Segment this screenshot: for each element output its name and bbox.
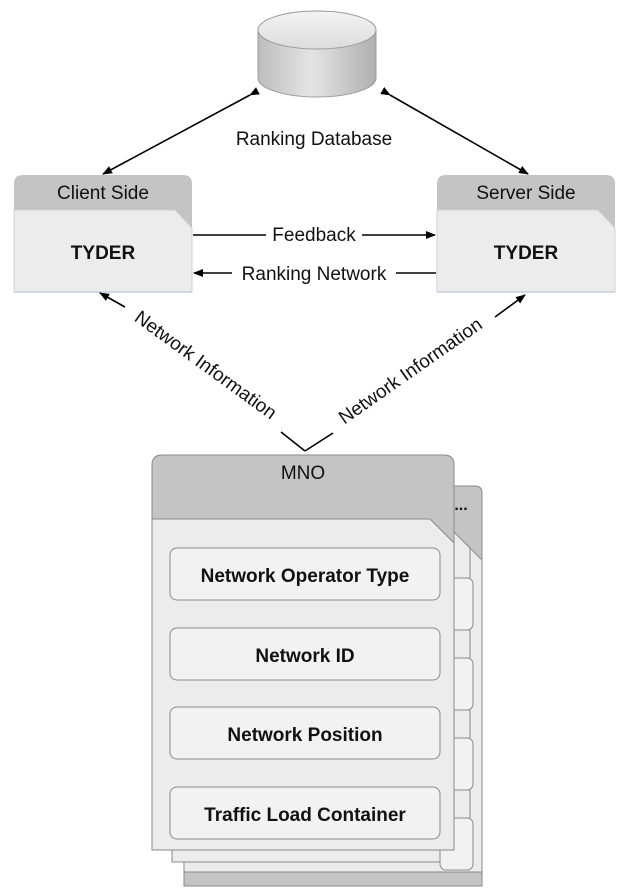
- mno-more-indicator: ...: [454, 497, 467, 514]
- server-tyder-title: TYDER: [494, 243, 559, 264]
- server-side-box: [436, 175, 616, 293]
- db-client-arrow: [102, 87, 260, 175]
- server-network-info-line-bottom: [304, 432, 334, 452]
- mno-field-traffic-load-container: Traffic Load Container: [169, 786, 441, 840]
- mno-field-network-position: Network Position: [169, 706, 441, 760]
- client-network-info-label: Network Information: [130, 307, 280, 424]
- client-network-info-arrow-top: [99, 292, 126, 308]
- server-side-header: Server Side: [476, 183, 575, 204]
- client-tyder-title: TYDER: [71, 243, 136, 264]
- mno-header: MNO: [281, 463, 325, 484]
- field-label: Traffic Load Container: [204, 805, 406, 826]
- field-label: Network Position: [227, 725, 382, 746]
- field-label: Network Operator Type: [201, 566, 410, 587]
- server-network-info-arrow-top: [494, 294, 526, 318]
- ranking-network-label: Ranking Network: [242, 264, 387, 285]
- database-top-icon: [257, 10, 377, 50]
- mno-field-network-operator-type: Network Operator Type: [169, 547, 441, 601]
- field-label: Network ID: [255, 646, 354, 667]
- server-network-info-label: Network Information: [335, 314, 486, 429]
- db-server-arrow: [380, 87, 529, 175]
- feedback-label: Feedback: [272, 225, 356, 246]
- ranking-database: [257, 10, 377, 98]
- database-label: Ranking Database: [236, 129, 392, 150]
- client-side-header: Client Side: [57, 183, 149, 204]
- client-network-info-line-bottom: [280, 431, 306, 452]
- client-side-box: [13, 175, 193, 293]
- mno-field-network-id: Network ID: [169, 627, 441, 681]
